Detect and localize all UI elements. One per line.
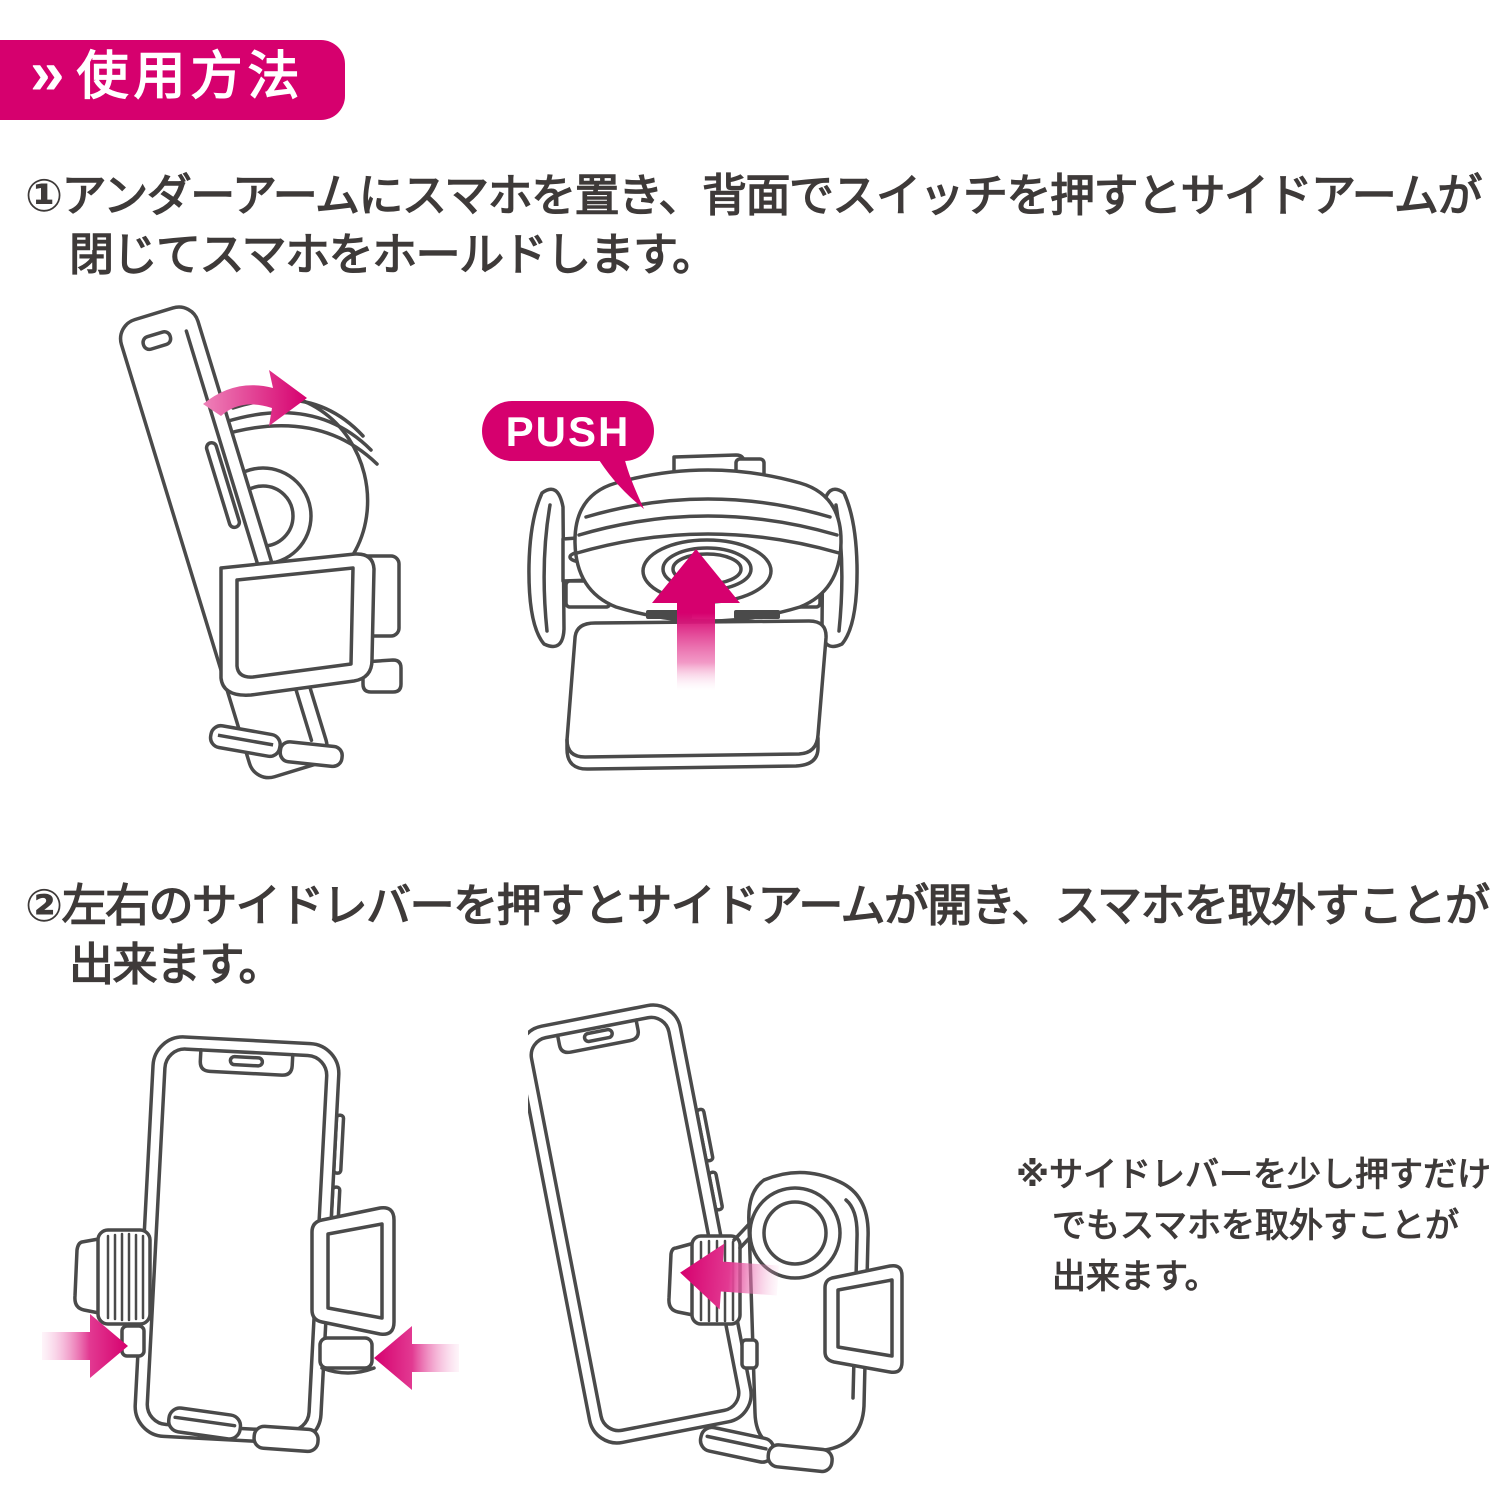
illustration-push-switch: PUSH <box>482 401 859 771</box>
holder-three-quarter-view <box>667 1170 904 1474</box>
phone-front-view <box>133 1035 346 1445</box>
note-line-1: ※サイドレバーを少し押すだけ <box>1016 1150 1491 1201</box>
step-1-line-2: 閉じてスマホをホールドします。 <box>69 229 717 281</box>
step-2-line-2: 出来ます。 <box>69 939 284 991</box>
illustration-place-phone <box>118 305 403 780</box>
push-bubble: PUSH <box>482 401 654 509</box>
push-label: PUSH <box>506 408 631 455</box>
left-arrow-icon <box>374 1326 459 1390</box>
under-arm-hooks <box>208 723 344 769</box>
side-lever-right <box>318 1336 374 1370</box>
holder-front-parts <box>73 1206 396 1454</box>
note-text: ※サイドレバーを少し押すだけ でもスマホを取外すことが 出来ます。 <box>1016 1150 1491 1303</box>
step-2-line-1-text: 左右のサイドレバーを押すとサイドアームが開き、スマホを取外すことが <box>61 880 1490 931</box>
section-header-badge: » 使用方法 <box>0 40 345 120</box>
step-1-number: ① <box>25 170 63 221</box>
illustration-press-levers <box>42 1035 459 1454</box>
step-2-text: ②左右のサイドレバーを押すとサイドアームが開き、スマホを取外すことが 出来ます。 <box>25 876 1490 995</box>
left-arrow-icon <box>680 1243 779 1310</box>
note-marker: ※ <box>1016 1156 1050 1194</box>
step-1-line-1: ①アンダーアームにスマホを置き、背面でスイッチを押すとサイドアームが <box>25 166 1483 225</box>
illustration-remove-phone <box>528 1003 904 1474</box>
hook-top-right <box>734 610 780 619</box>
under-arm-cradle <box>219 552 376 697</box>
step-2-number: ② <box>25 880 63 931</box>
section-title: 使用方法 <box>76 48 305 106</box>
right-arrow-icon <box>42 1314 128 1378</box>
side-lever-left <box>120 1324 146 1358</box>
step-1-line-1-text: アンダーアームにスマホを置き、背面でスイッチを押すとサイドアームが <box>61 170 1483 221</box>
phone-tilted-view <box>528 1003 753 1445</box>
curved-arrow-icon <box>203 370 307 426</box>
step-2-line-1: ②左右のサイドレバーを押すとサイドアームが開き、スマホを取外すことが <box>25 876 1490 935</box>
double-chevron-icon: » <box>30 39 65 108</box>
note-line-1-text: サイドレバーを少し押すだけ <box>1049 1156 1492 1194</box>
step-1-text: ①アンダーアームにスマホを置き、背面でスイッチを押すとサイドアームが 閉じてスマ… <box>25 166 1483 285</box>
up-arrow-icon <box>652 549 740 691</box>
note-line-2: でもスマホを取外すことが <box>1052 1207 1459 1245</box>
note-line-3: 出来ます。 <box>1052 1258 1219 1296</box>
